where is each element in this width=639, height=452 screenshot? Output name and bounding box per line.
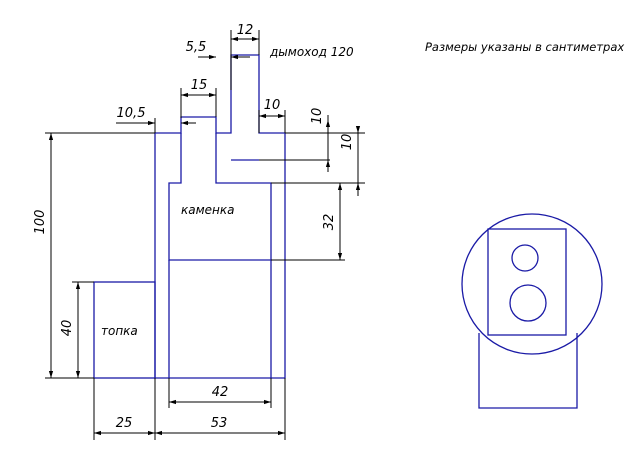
top-view <box>461 213 603 409</box>
label-heater: каменка <box>181 203 234 217</box>
extension-lines <box>45 30 365 440</box>
top-view-circle <box>461 213 603 355</box>
dimension-values: 12 5,5 15 10,5 10 10 10 32 100 40 42 25 … <box>33 23 355 431</box>
label-chimney: дымоход 120 <box>269 45 354 59</box>
label-firebox: топка <box>101 324 138 338</box>
dim-chimney-width: 12 <box>237 23 254 38</box>
dimension-lines <box>48 36 361 436</box>
dim-total-height: 100 <box>33 210 48 235</box>
dim-ledge-right: 10 <box>264 98 281 113</box>
dim-heater-height: 32 <box>322 214 337 231</box>
firebox-box <box>93 281 156 379</box>
dim-vertical-10-a: 10 <box>310 108 325 125</box>
dim-offset-5-5: 5,5 <box>186 40 207 55</box>
dim-inner-width: 42 <box>212 385 229 400</box>
dim-vertical-10-b: 10 <box>340 134 355 151</box>
units-note: Размеры указаны в сантиметрах <box>425 40 624 54</box>
dim-ledge-left: 10,5 <box>117 106 146 121</box>
dim-step-width: 15 <box>191 78 208 93</box>
dim-body-width: 53 <box>211 416 228 431</box>
flue-small <box>511 244 539 272</box>
flue-large <box>509 284 547 322</box>
top-view-chimney-block <box>487 228 567 336</box>
dim-firebox-width: 25 <box>116 416 133 431</box>
dim-firebox-height: 40 <box>60 320 75 337</box>
